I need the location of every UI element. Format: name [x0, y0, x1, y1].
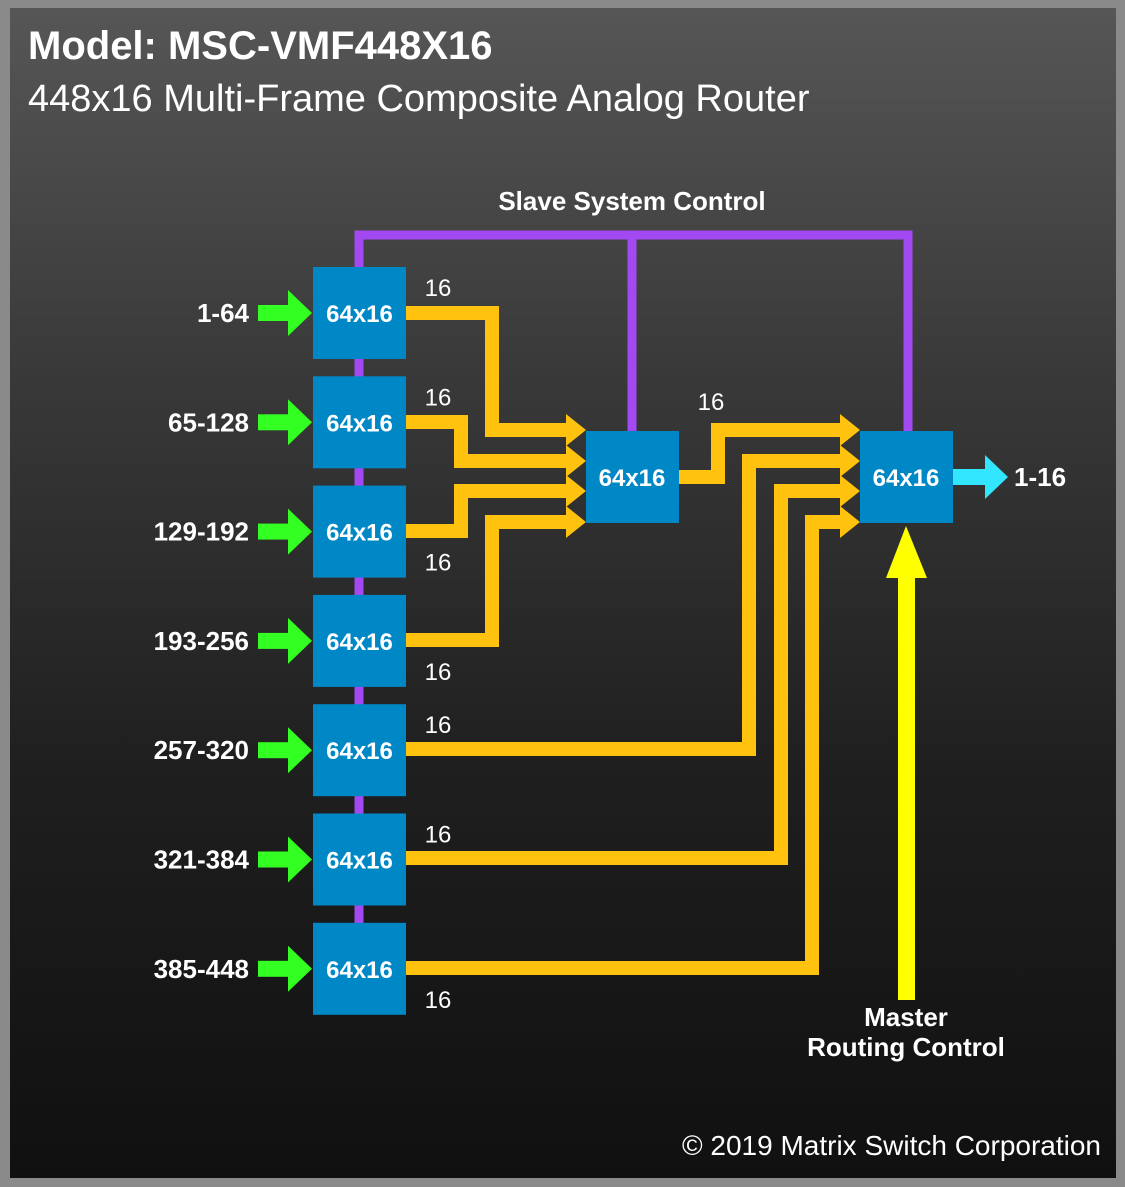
output-frame: 64x16	[860, 431, 953, 523]
output-arrow	[953, 455, 1008, 499]
arrowhead-output-in-1	[840, 414, 860, 446]
signal-path-frame-1	[406, 306, 568, 437]
input-arrow-shaft	[258, 851, 292, 868]
arrowhead-intermediate-in-2	[566, 445, 586, 477]
input-arrowhead	[288, 727, 312, 774]
channel-count-label: 16	[425, 550, 452, 577]
output-frame-label: 64x16	[873, 465, 940, 492]
input-frame: 1-64 64x16 16	[197, 267, 451, 359]
input-range-label: 193-256	[154, 626, 249, 656]
arrowhead-output-in-3	[840, 475, 860, 507]
intermediate-channel-count: 16	[698, 389, 725, 416]
input-arrow-shaft	[258, 305, 292, 321]
page-subtitle: 448x16 Multi-Frame Composite Analog Rout…	[28, 78, 810, 120]
input-range-label: 385-448	[154, 954, 249, 984]
input-frame-box	[313, 485, 406, 578]
arrowhead-output-in-2	[840, 445, 860, 477]
signal-path-frame-7	[406, 515, 842, 975]
input-arrowhead	[288, 945, 312, 992]
channel-count-label: 16	[425, 822, 452, 849]
input-range-label: 1-64	[197, 298, 250, 328]
channel-count-label: 16	[425, 275, 452, 302]
signal-arrowheads	[566, 414, 860, 538]
output-arrowhead	[985, 455, 1008, 499]
input-frame-box	[313, 376, 406, 469]
input-frame-label: 64x16	[326, 738, 393, 765]
input-frame: 257-320 64x16 16	[154, 704, 452, 797]
slave-control-label: Slave System Control	[498, 186, 765, 216]
input-arrow-shaft	[258, 414, 292, 431]
channel-count-label: 16	[425, 659, 452, 686]
input-range-label: 65-128	[168, 407, 249, 437]
signal-path-frame-6	[406, 484, 842, 865]
input-range-label: 129-192	[154, 517, 249, 547]
channel-count-label: 16	[425, 712, 452, 739]
signal-paths	[406, 306, 842, 975]
signal-path-frame-3	[406, 484, 568, 538]
signal-path-frame-2	[406, 415, 568, 468]
input-range-label: 257-320	[154, 735, 249, 765]
diagram-panel	[10, 8, 1116, 1178]
signal-path-frame-5	[406, 454, 842, 756]
input-arrowhead	[288, 508, 312, 555]
input-arrowhead	[288, 617, 312, 664]
input-arrow-shaft	[258, 632, 292, 649]
copyright-notice: © 2019 Matrix Switch Corporation	[681, 1130, 1101, 1161]
signal-path-intermediate	[679, 423, 842, 484]
master-control-arrow	[886, 526, 927, 1000]
input-frame-box	[313, 922, 406, 1015]
output-range-label: 1-16	[1014, 462, 1066, 492]
intermediate-frame-box	[586, 431, 679, 523]
master-control-label-line1: Master	[864, 1002, 948, 1032]
input-frame-label: 64x16	[326, 520, 393, 547]
intermediate-frame-label: 64x16	[599, 465, 666, 492]
intermediate-frame: 64x16	[586, 431, 679, 523]
input-arrow-shaft	[258, 742, 292, 759]
input-frame: 193-256 64x16 16	[154, 594, 452, 687]
channel-count-label: 16	[425, 384, 452, 411]
input-frame-label: 64x16	[326, 629, 393, 656]
input-frame-box	[313, 594, 406, 687]
input-frame: 385-448 64x16 16	[154, 922, 452, 1015]
page-title: Model: MSC-VMF448X16	[28, 24, 493, 68]
input-frame-box	[313, 704, 406, 797]
input-frame: 65-128 64x16 16	[168, 376, 452, 469]
master-control-shaft	[898, 570, 915, 1000]
input-frame-label: 64x16	[326, 848, 393, 875]
input-frame-label: 64x16	[326, 301, 393, 328]
input-arrowhead	[288, 290, 312, 336]
arrowhead-intermediate-in-1	[566, 414, 586, 446]
input-range-label: 321-384	[154, 845, 250, 875]
input-frame-label: 64x16	[326, 410, 393, 437]
signal-path-frame-4	[406, 515, 568, 647]
input-arrowhead	[288, 399, 312, 446]
channel-count-label: 16	[425, 987, 452, 1014]
output-arrow-shaft	[953, 469, 989, 485]
input-frame-box	[313, 267, 406, 359]
input-frame-box	[313, 813, 406, 906]
arrowhead-intermediate-in-3	[566, 475, 586, 507]
input-frame: 321-384 64x16 16	[154, 813, 452, 906]
master-control-arrowhead	[886, 526, 927, 578]
output-frame-box	[860, 431, 953, 523]
input-frame-label: 64x16	[326, 957, 393, 984]
input-frame: 129-192 64x16 16	[154, 485, 452, 578]
arrowhead-intermediate-in-4	[566, 506, 586, 538]
input-arrow-shaft	[258, 960, 292, 977]
master-control-label-line2: Routing Control	[807, 1032, 1005, 1062]
arrowhead-output-in-4	[840, 506, 860, 538]
input-arrowhead	[288, 836, 312, 883]
input-arrow-shaft	[258, 523, 292, 540]
